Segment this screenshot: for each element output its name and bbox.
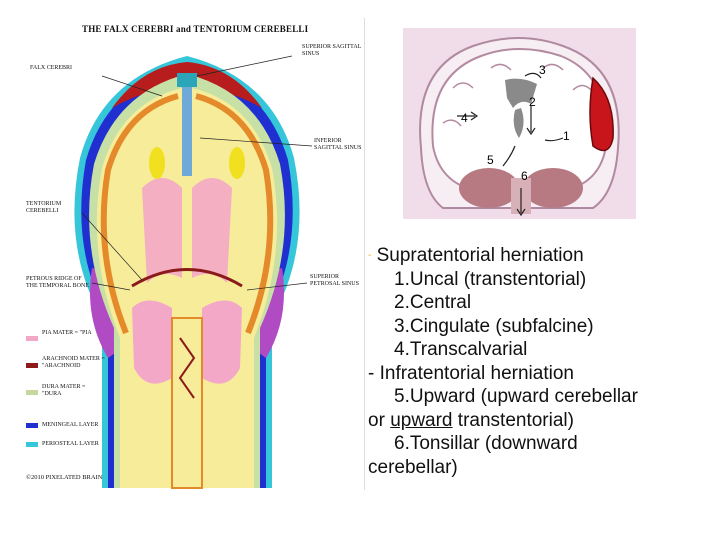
label-falx-cerebri: FALX CEREBRI (30, 65, 73, 71)
supratentorial-heading: Supratentorial herniation (376, 245, 584, 266)
herniation-number-2: 2 (529, 95, 536, 109)
legend-arachnoid-mater: ARACHNOID MATER = "ARACHNOID (42, 356, 105, 369)
herniation-number-1: 1 (563, 129, 570, 143)
text-line: 6.Tonsillar (downward (394, 433, 578, 455)
herniation-number-5: 5 (487, 153, 494, 167)
herniation-types-text: - Supratentorial herniation 1.Uncal (tra… (368, 244, 718, 479)
herniation-diagram: 3 2 4 1 5 6 (403, 28, 636, 219)
diagram-title: THE FALX CEREBRI and TENTORIUM CEREBELLI (82, 24, 309, 34)
label-petrous-ridge: PETROUS RIDGE of the TEMPORAL BONE (26, 276, 89, 289)
herniation-number-3: 3 (539, 63, 546, 77)
falx-tentorium-diagram: THE FALX CEREBRI and TENTORIUM CEREBELLI… (22, 18, 365, 490)
text-line: 4.Transcalvarial (394, 339, 528, 361)
infratentorial-heading: - Infratentorial herniation (368, 362, 574, 384)
text-line: or upward transtentorial) (368, 409, 574, 431)
legend-meningeal-layer: MENINGEAL LAYER (42, 422, 99, 428)
label-tentorium-cerebelli: TENTORIUM CEREBELLI (26, 201, 62, 214)
herniation-number-6: 6 (521, 169, 528, 183)
text-line: cerebellar) (368, 456, 458, 478)
label-inferior-sagittal-sinus: INFERIOR SAGITTAL SINUS (314, 138, 362, 151)
legend-dura-mater: DURA MATER = "DURA (42, 384, 86, 397)
legend-pia-mater: PIA MATER = "PIA (42, 330, 92, 336)
text-line: 1.Uncal (transtentorial) (394, 268, 587, 290)
diagram-copyright: ©2010 PIXELATED BRAIN (26, 474, 103, 481)
legend-periosteal-layer: PERIOSTEAL LAYER (42, 441, 99, 447)
text-line: 2.Central (394, 292, 472, 314)
label-superior-sagittal-sinus: SUPERIOR SAGITTAL SINUS (302, 44, 362, 57)
underlined-word: upward (390, 409, 453, 431)
herniation-number-4: 4 (461, 111, 468, 125)
text-line: 5.Upward (upward cerebellar (394, 386, 638, 408)
text-line: 3.Cingulate (subfalcine) (394, 315, 594, 337)
text-line: - Supratentorial herniation (368, 244, 718, 268)
falx-tentorium-illustration (26, 55, 313, 489)
herniation-illustration: 3 2 4 1 5 6 (403, 28, 636, 219)
bullet-dash-icon: - (368, 250, 372, 262)
label-superior-petrosal-sinus: SUPERIOR PETROSAL SINUS (310, 274, 359, 287)
